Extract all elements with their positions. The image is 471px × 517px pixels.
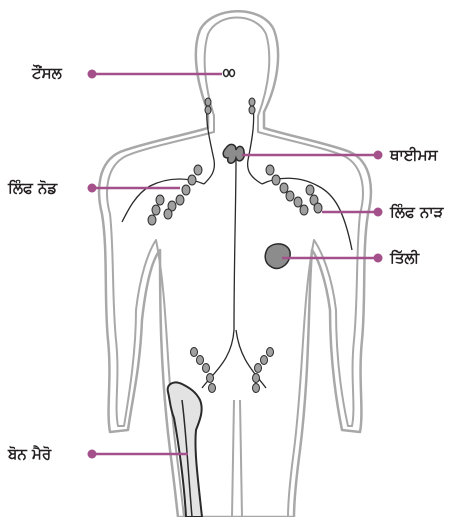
label-spleen: ਤਿੱਲੀ [390,249,419,267]
label-bone-marrow: ਬੋਨ ਮੈਰੋ [8,445,51,463]
pointer-dot-thymus [374,151,383,160]
pointer-dot-lymph-node [88,184,97,193]
label-lymph-node: ਲਿੰਫ ਨੋਡ [8,179,57,197]
label-lymph-vessel: ਲਿੰਫ ਨਾੜ [390,203,443,221]
femur-bone [168,382,202,517]
leg-gap [232,400,242,517]
thymus [223,144,244,163]
pointer-dot-tonsil [88,70,97,79]
label-thymus: ਥਾਈਮਸ [390,146,438,164]
pointer-dot-lymph-vessel [374,208,383,217]
pointer-dot-spleen [374,254,383,263]
spleen [265,244,290,269]
label-tonsil: ਟੌਂਸਲ [32,64,62,82]
tonsils [224,70,235,77]
pointer-dot-bone-marrow [88,450,97,459]
